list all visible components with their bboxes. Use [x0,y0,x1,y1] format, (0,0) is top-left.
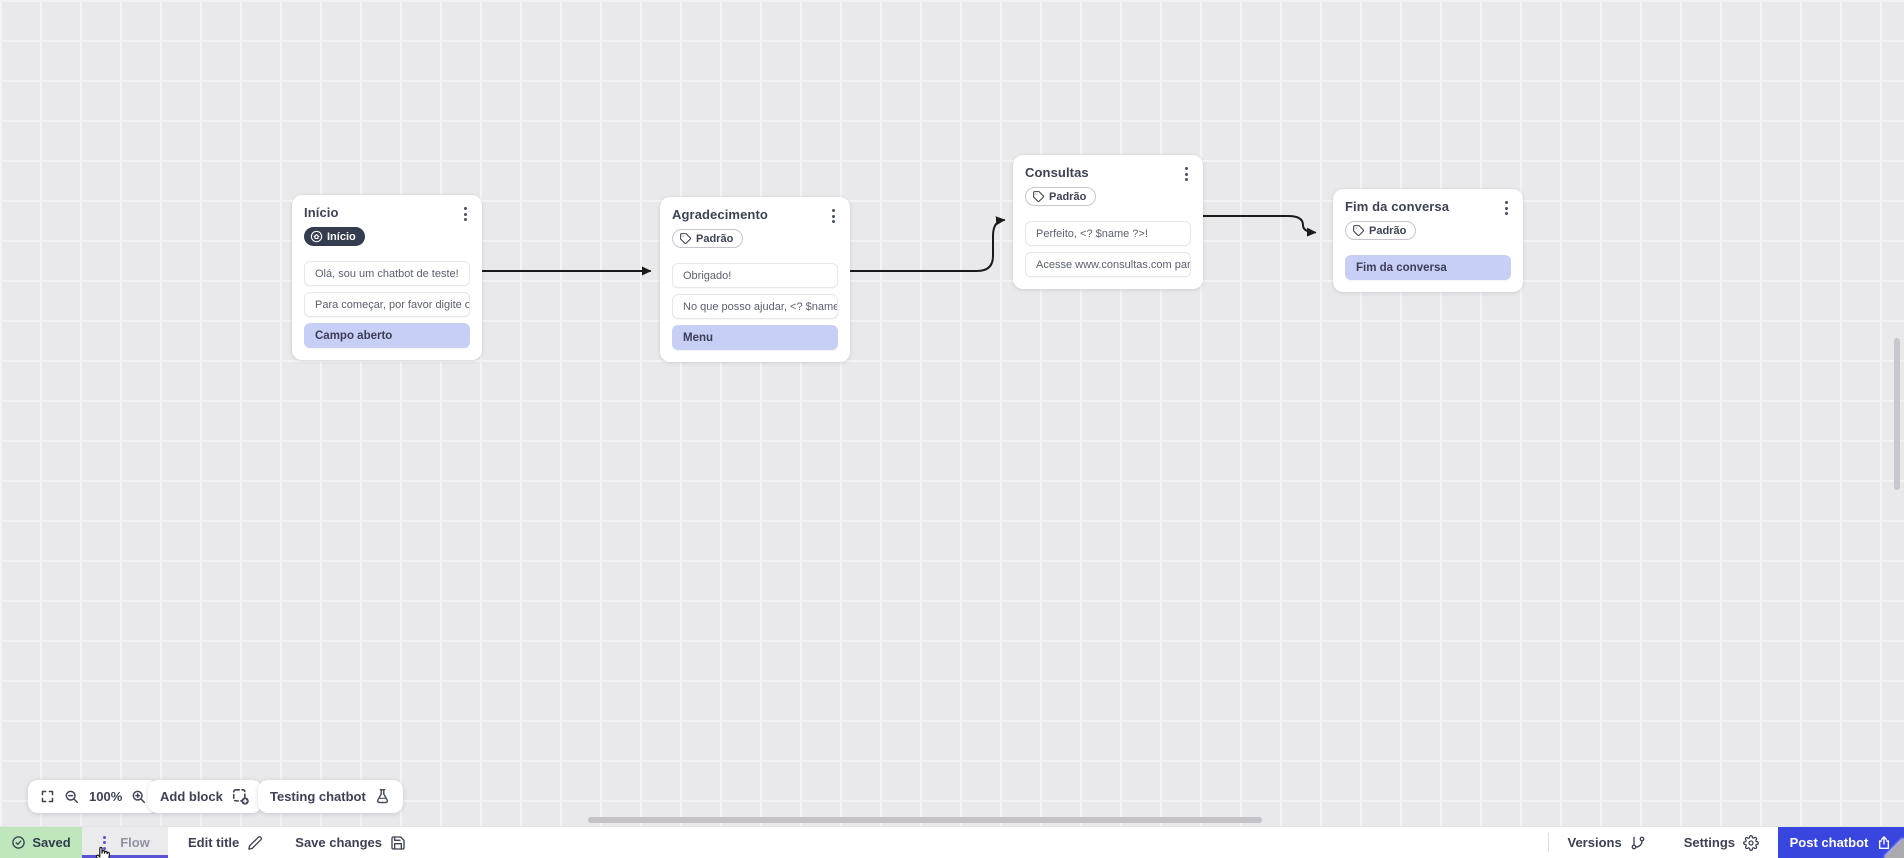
pencil-icon [248,835,263,850]
node-rows: Olá, sou um chatbot de teste! Para começ… [304,261,470,348]
badge-label: Padrão [1369,224,1407,237]
vertical-scrollbar[interactable] [1894,338,1900,490]
versions-button[interactable]: Versions [1549,827,1665,858]
badge-label: Padrão [696,232,734,245]
connector-consultas-fim [1202,215,1317,237]
node-rows: Perfeito, <? $name ?>! Acesse www.consul… [1025,221,1191,277]
node-title: Consultas [1025,165,1089,180]
message-row[interactable]: No que posso ajudar, <? $name ... [672,294,838,319]
node-rows: Fim da conversa [1345,255,1511,280]
flow-node-fim-da-conversa[interactable]: Fim da conversa Padrão Fim da conversa [1333,189,1523,292]
gear-icon [1743,834,1759,851]
zoom-level-label: 100% [89,789,123,804]
message-row[interactable]: Para começar, por favor digite o ... [304,292,470,317]
statusbar-right-group: Versions Settings Post chatbot [1547,827,1904,858]
canvas-zoom-toolbar: 100% [28,780,160,813]
node-title: Início [304,205,339,220]
node-type-badge: Início [304,227,365,246]
node-rows: Obrigado! No que posso ajudar, <? $name … [672,263,838,350]
saved-label: Saved [32,835,71,850]
zoom-in-icon [132,790,146,803]
floppy-icon [391,835,405,850]
node-type-badge: Padrão [672,229,744,248]
flow-node-consultas[interactable]: Consultas Padrão Perfeito, <? $name ?>! … [1013,155,1203,289]
message-row[interactable]: Acesse www.consultas.com par... [1025,252,1191,277]
testing-chatbot-label: Testing chatbot [270,789,366,804]
node-type-badge: Padrão [1345,221,1417,240]
kebab-menu-icon[interactable] [1182,165,1191,183]
zoom-in-button[interactable] [131,789,147,805]
message-row[interactable]: Obrigado! [672,263,838,288]
git-branch-icon [1631,836,1645,849]
testing-chatbot-button[interactable]: Testing chatbot [258,780,403,813]
input-row[interactable]: Fim da conversa [1345,255,1511,280]
home-icon [310,230,323,243]
save-changes-label: Save changes [295,835,382,850]
versions-label: Versions [1567,835,1622,850]
message-row[interactable]: Perfeito, <? $name ?>! [1025,221,1191,246]
badge-label: Início [327,230,356,243]
connector-agradecimento-consultas [849,216,1006,272]
input-row[interactable]: Campo aberto [304,323,470,348]
zoom-out-icon [65,790,79,803]
horizontal-scrollbar[interactable] [588,817,1262,823]
flow-canvas[interactable]: Início Início Olá, sou um chatbot de tes… [0,0,1904,826]
flow-connectors [481,215,1317,276]
settings-label: Settings [1683,835,1735,850]
tab-flow[interactable]: Flow [82,827,168,858]
saved-status-badge: Saved [0,827,82,858]
edit-title-label: Edit title [188,835,240,850]
tag-icon [1353,225,1364,236]
badge-label: Padrão [1049,190,1087,203]
kebab-menu-icon[interactable] [829,207,838,225]
kebab-menu-icon[interactable] [1502,199,1511,217]
edit-title-button[interactable]: Edit title [188,827,263,858]
kebab-menu-icon[interactable] [461,205,470,223]
input-row[interactable]: Menu [672,325,838,350]
fullscreen-icon [41,790,54,803]
add-block-button[interactable]: Add block [148,780,262,813]
post-chatbot-label: Post chatbot [1789,835,1869,850]
check-circle-icon [12,836,26,849]
node-title: Fim da conversa [1345,199,1450,214]
flow-menu-kebab-icon[interactable] [100,834,109,852]
flow-node-inicio[interactable]: Início Início Olá, sou um chatbot de tes… [292,195,482,360]
node-title: Agradecimento [672,207,768,222]
corner-fold [1884,838,1904,858]
flow-tab-label: Flow [120,835,150,850]
node-type-badge: Padrão [1025,187,1097,206]
post-chatbot-button[interactable]: Post chatbot [1778,827,1904,858]
save-changes-button[interactable]: Save changes [295,827,406,858]
tag-icon [1033,191,1044,202]
fullscreen-button[interactable] [40,789,55,804]
flask-icon [376,789,388,804]
zoom-out-button[interactable] [64,789,80,805]
message-row[interactable]: Olá, sou um chatbot de teste! [304,261,470,286]
bottom-status-bar: Saved Flow Edit title Save changes Versi… [0,826,1904,858]
add-block-icon [232,788,249,805]
divider [1547,833,1549,852]
tag-icon [680,233,691,244]
flow-node-agradecimento[interactable]: Agradecimento Padrão Obrigado! No que po… [660,197,850,362]
add-block-label: Add block [160,789,223,804]
settings-button[interactable]: Settings [1665,827,1778,858]
